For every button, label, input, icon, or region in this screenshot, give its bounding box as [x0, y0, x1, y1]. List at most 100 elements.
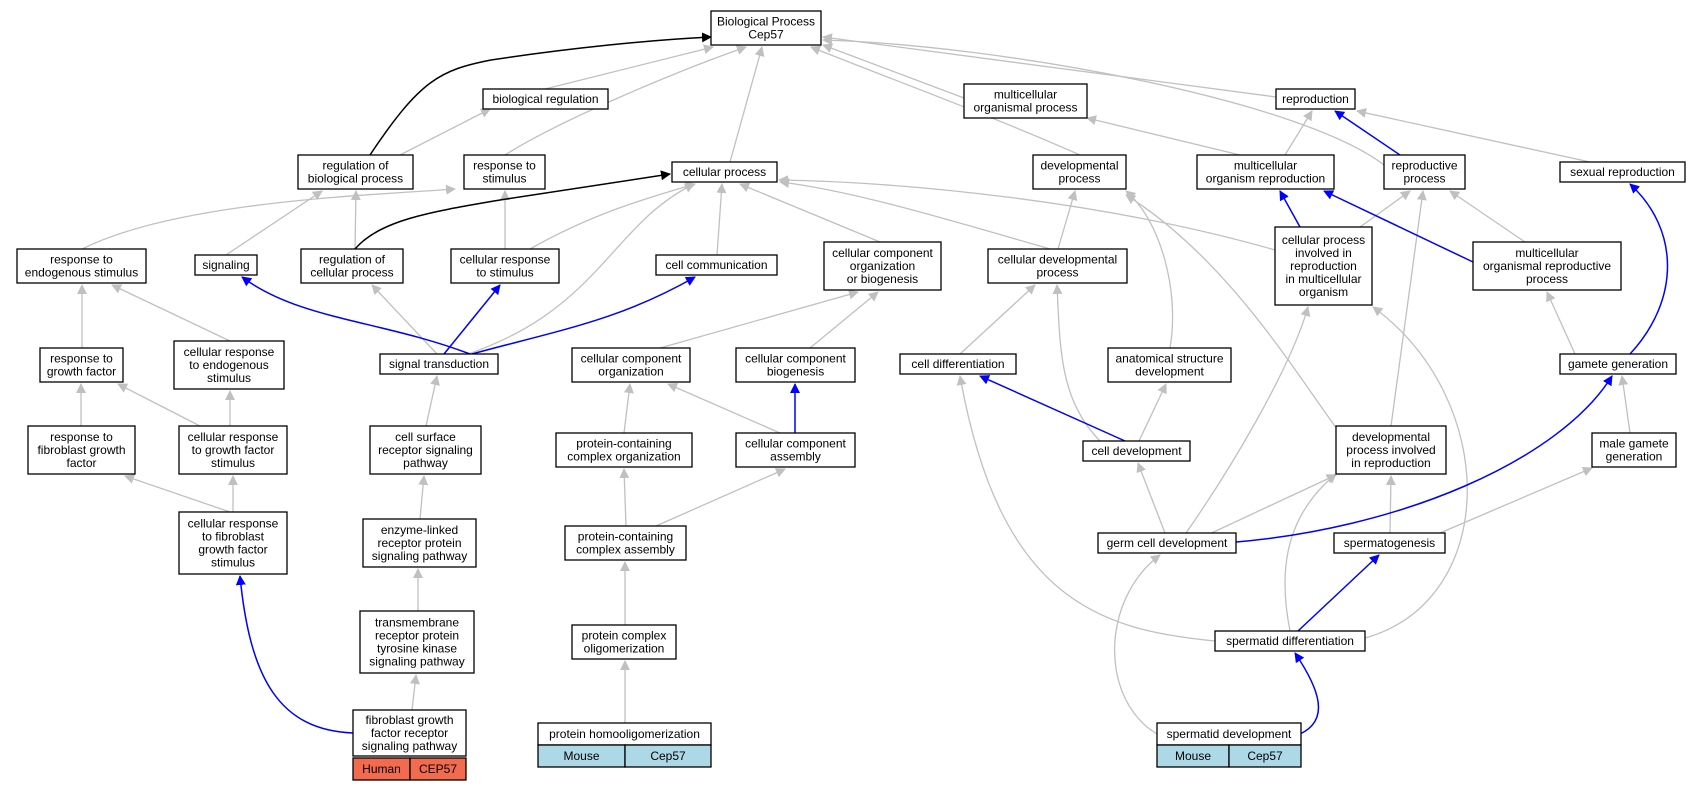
node-label-line: germ cell development: [1107, 536, 1228, 550]
edge-germdev-to-devinrep: [1189, 474, 1337, 544]
node-label-line: cellular response: [460, 253, 551, 267]
edge-gamgen-to-morgrepproc: [1546, 291, 1576, 355]
node-label-line: or biogenesis: [847, 272, 918, 286]
node-cellproc[interactable]: cellular process: [671, 161, 778, 183]
node-sigtrans[interactable]: signal transduction: [379, 353, 499, 375]
node-label-line: involved in: [1295, 246, 1352, 260]
node-label-line: cellular process: [310, 266, 393, 280]
node-sexrep[interactable]: sexual reproduction: [1559, 161, 1686, 183]
node-box: [571, 624, 677, 660]
gene-label: Cep57: [1247, 749, 1283, 763]
edge-sigtrans-to-signaling: [241, 276, 471, 355]
edge-morgrepproc-to-multorgrep: [1323, 190, 1474, 263]
node-label-line: organism: [1299, 285, 1348, 299]
node-box: [1196, 154, 1335, 190]
edge-sigtrans-to-cellproc: [409, 183, 695, 371]
edge-spdiff-to-cpinrep: [1364, 306, 1468, 639]
node-label-line: response to: [50, 253, 113, 267]
node-label-line: protein-containing: [576, 437, 671, 451]
node-box: [555, 432, 693, 468]
node-spdiff[interactable]: spermatid differentiation: [1214, 630, 1366, 652]
node-spermgen[interactable]: spermatogenesis: [1333, 532, 1446, 554]
node-label-line: complex organization: [567, 450, 680, 464]
node-protho[interactable]: protein homooligomerization: [537, 722, 712, 746]
node-label-line: endogenous stimulus: [25, 266, 138, 280]
node-label-line: signaling pathway: [369, 655, 464, 669]
node-box: [369, 425, 482, 475]
node-label-line: stimulus: [207, 371, 251, 385]
node-label-line: tyrosine kinase: [377, 642, 457, 656]
gene-cell: [1228, 744, 1302, 768]
node-spdev[interactable]: spermatid development: [1156, 722, 1302, 746]
node-label-line: in multicellular: [1285, 272, 1361, 286]
node-label-line: fibroblast growth: [37, 443, 125, 457]
node-label-line: biological regulation: [492, 92, 598, 106]
node-box: [1383, 154, 1466, 190]
node-box: [1107, 347, 1232, 383]
edge-sexrep-to-repro: [1356, 108, 1591, 163]
node-signaling[interactable]: signaling: [194, 254, 258, 276]
node-box: [655, 254, 778, 276]
node-repro[interactable]: reproduction: [1275, 88, 1356, 110]
edge-cpinrep-to-cellproc: [778, 175, 1276, 251]
edge-spdiff-to-devinrep: [1284, 473, 1337, 632]
node-germdev[interactable]: germ cell development: [1097, 532, 1237, 554]
node-celldiff[interactable]: cell differentiation: [899, 353, 1017, 375]
node-celldev[interactable]: cell development: [1082, 440, 1191, 462]
node-label-line: spermatid differentiation: [1226, 634, 1354, 648]
node-box: [735, 432, 856, 468]
node-gamgen[interactable]: gamete generation: [1559, 353, 1677, 375]
edge-pcca-to-ccass: [655, 468, 786, 527]
node-label-line: cellular response: [184, 345, 275, 359]
node-breg[interactable]: biological regulation: [482, 88, 609, 110]
node-label-line: multicellular: [994, 88, 1057, 102]
node-label-line: organization: [850, 259, 915, 273]
node-label-line: organismal reproductive: [1483, 259, 1611, 273]
node-label-line: stimulus: [211, 556, 255, 570]
node-label-line: biological process: [308, 172, 403, 186]
edge-ccass-to-ccorg: [667, 383, 781, 434]
edge-celldevproc-to-cellproc: [779, 178, 1051, 250]
node-label-line: regulation of: [322, 159, 389, 173]
edge-cpinrep-to-reproproc: [1359, 190, 1411, 228]
node-cellcomm[interactable]: cell communication: [655, 254, 778, 276]
node-box: [823, 241, 942, 291]
node-box: [1472, 241, 1622, 291]
node-label-line: assembly: [770, 450, 821, 464]
edge-spdev-to-germdev: [1113, 554, 1161, 735]
node-label-line: multicellular: [1515, 246, 1578, 260]
